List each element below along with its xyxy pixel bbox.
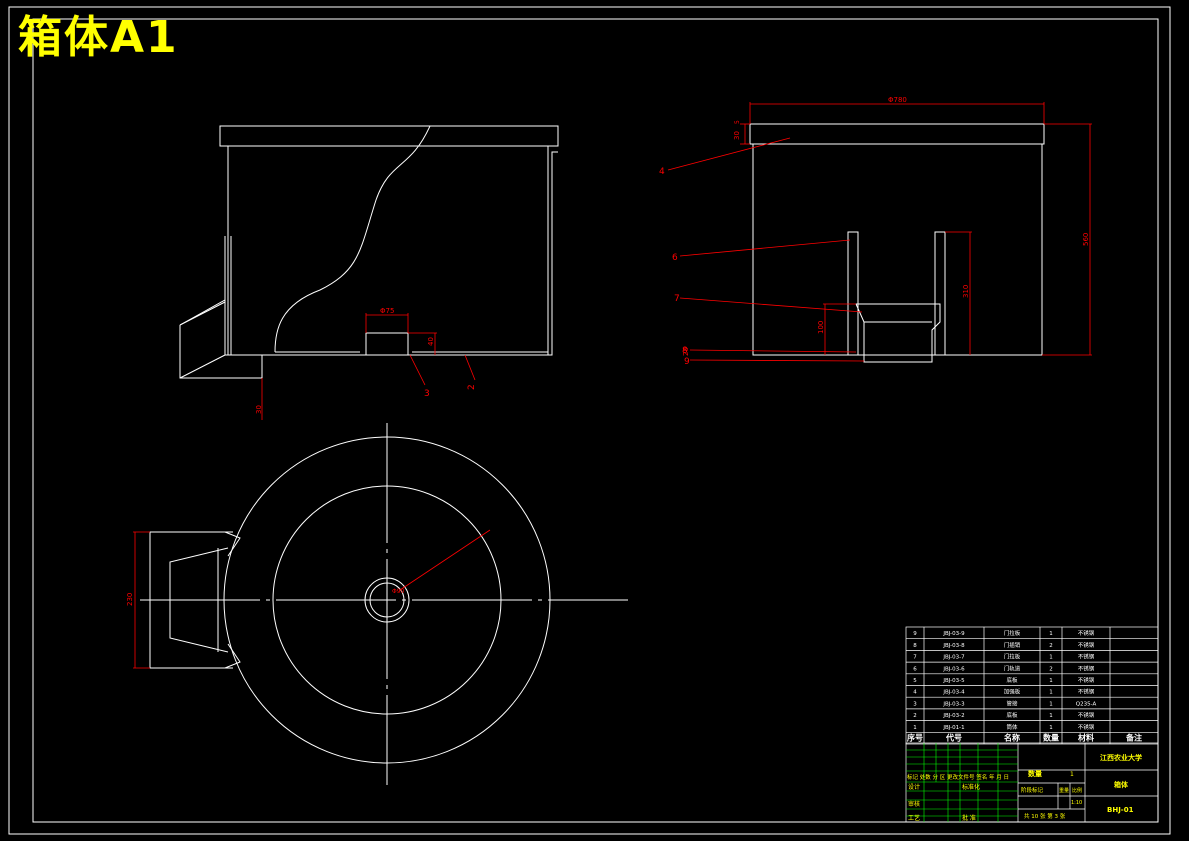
parts-row-9-qty: 1	[1049, 631, 1053, 637]
side-height: 560	[1082, 233, 1090, 246]
parts-row-4-material: 不锈钢	[1078, 688, 1095, 696]
parts-row-6-name: 门轨道	[1004, 664, 1021, 672]
parts-row-4-name: 加强板	[1004, 688, 1021, 696]
parts-header-no: 序号	[907, 732, 923, 742]
parts-row-9-material: 不锈钢	[1078, 629, 1095, 637]
side-post-height: 310	[962, 285, 970, 298]
standard-label: 标准化	[962, 783, 980, 791]
qty-label: 数量	[1028, 769, 1042, 778]
parts-row-5-no: 5	[913, 678, 917, 684]
inner-frame	[32, 18, 1159, 823]
parts-row-7-code: JBJ-03-7	[942, 655, 965, 661]
scale-label: 比例	[1072, 787, 1082, 794]
parts-row-3-code: JBJ-03-3	[942, 701, 965, 707]
side-view-dimensions	[667, 102, 1092, 362]
title-block-grid	[906, 743, 1018, 822]
side-rim: 30	[733, 131, 741, 140]
parts-row-6-qty: 2	[1049, 666, 1053, 672]
leader-4: 4	[659, 167, 665, 177]
parts-row-7-name: 门拉板	[1004, 653, 1021, 661]
drawing-number: BHJ-01	[1107, 806, 1134, 814]
parts-row-2-no: 2	[913, 713, 917, 719]
parts-row-1-name: 筒体	[1006, 723, 1018, 731]
side-width: Φ780	[888, 96, 907, 104]
revision-row: 标记 处数 分 区 更改文件号 签名 年 月 日	[907, 773, 1009, 781]
leader-2: 2	[467, 384, 477, 390]
approve-label: 批 准	[962, 814, 976, 822]
parts-row-7-qty: 1	[1049, 655, 1053, 661]
parts-row-5-qty: 1	[1049, 678, 1053, 684]
front-pipe-height: 40	[427, 337, 435, 346]
parts-row-1-code: JBJ-01-1	[942, 725, 964, 731]
side-base: 20	[682, 347, 690, 356]
parts-row-4-qty: 1	[1049, 690, 1053, 696]
parts-header-material: 材料	[1078, 732, 1094, 742]
title-block	[905, 742, 1159, 823]
parts-list	[905, 626, 1159, 745]
drawing-title: 箱体A1	[18, 12, 179, 63]
parts-header-code: 代号	[945, 732, 962, 742]
top-outlet-width: 230	[126, 593, 134, 606]
parts-row-5-code: JBJ-03-5	[942, 678, 965, 684]
check-label: 审核	[908, 800, 920, 808]
process-label: 工艺	[908, 814, 920, 822]
weight-label: 重量	[1059, 787, 1069, 794]
leader-8: 8	[682, 346, 688, 356]
front-pipe-diameter: Φ75	[380, 307, 394, 315]
leader-7: 7	[674, 294, 680, 304]
parts-row-8-no: 8	[913, 643, 917, 649]
side-tray-height: 100	[817, 321, 825, 334]
stage-label: 阶段标记	[1021, 786, 1044, 794]
parts-row-1-qty: 1	[1049, 725, 1053, 731]
parts-row-2-code: JBJ-03-2	[942, 713, 964, 719]
parts-row-8-code: JBJ-03-8	[942, 643, 965, 649]
side-view	[749, 123, 1045, 363]
parts-row-9-code: JBJ-03-9	[942, 631, 965, 637]
front-outlet-drop: 30	[255, 405, 263, 414]
parts-row-8-material: 不锈钢	[1078, 641, 1095, 649]
parts-row-3-material: Q235-A	[1076, 701, 1097, 707]
parts-header-qty: 数量	[1043, 732, 1059, 742]
parts-row-2-material: 不锈钢	[1078, 711, 1095, 719]
sheet-count: 共 10 张 第 3 张	[1024, 812, 1066, 820]
part-name: 箱体	[1114, 780, 1129, 789]
parts-row-4-no: 4	[913, 690, 917, 696]
parts-row-6-code: JBJ-03-6	[942, 666, 965, 672]
parts-row-3-name: 管接	[1006, 699, 1018, 707]
parts-header-name: 名称	[1004, 732, 1020, 742]
qty-value: 1	[1070, 771, 1074, 778]
parts-row-7-material: 不锈钢	[1078, 653, 1095, 661]
parts-row-9-name: 门拉板	[1004, 629, 1021, 637]
scale-value: 1:10	[1071, 800, 1082, 806]
side-rim-2: 5	[734, 120, 741, 124]
parts-row-9-no: 9	[913, 631, 917, 637]
top-view-dimensions	[133, 529, 491, 669]
leader-3: 3	[424, 389, 430, 399]
parts-row-5-material: 不锈钢	[1078, 676, 1095, 684]
parts-row-6-material: 不锈钢	[1078, 664, 1095, 672]
top-hub-diameter: Φ90	[392, 588, 405, 595]
parts-row-8-name: 门插销	[1004, 641, 1021, 649]
parts-row-2-name: 底板	[1006, 711, 1018, 719]
parts-row-7-no: 7	[913, 655, 917, 661]
parts-row-3-no: 3	[913, 701, 917, 707]
leader-6: 6	[672, 253, 678, 263]
design-label: 设计	[908, 783, 920, 791]
parts-row-3-qty: 1	[1049, 701, 1053, 707]
parts-row-5-name: 底板	[1006, 676, 1018, 684]
parts-row-6-no: 6	[913, 666, 917, 672]
leader-9: 9	[684, 357, 690, 367]
parts-header-note: 备注	[1125, 732, 1142, 742]
parts-row-8-qty: 2	[1049, 643, 1053, 649]
front-view-dimensions	[261, 313, 476, 420]
outer-frame	[8, 6, 1171, 835]
school-name: 江西农业大学	[1100, 753, 1142, 762]
parts-row-4-code: JBJ-03-4	[942, 690, 965, 696]
parts-row-2-qty: 1	[1049, 713, 1053, 719]
parts-row-1-material: 不锈钢	[1078, 723, 1095, 731]
parts-row-1-no: 1	[913, 725, 917, 731]
top-view	[140, 423, 628, 785]
